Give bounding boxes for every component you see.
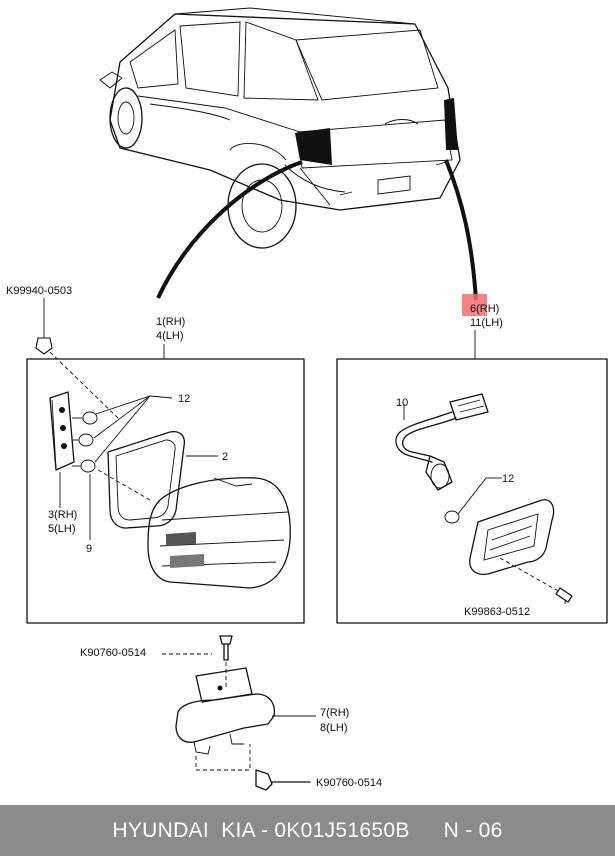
right-lamp-assembly: 10 12 K99863-0512: [395, 393, 573, 618]
footer-bar: HYUNDAI KIA - 0K01J51650B N - 06: [0, 805, 615, 856]
top-bolt-icon: [219, 635, 233, 661]
license-lamp: [469, 499, 555, 576]
top-bolt-code: K90760-0514: [80, 647, 146, 659]
right-lamp-rh-label: 6(RH): [470, 303, 499, 315]
right-lamp-lh-label: 11(LH): [470, 317, 503, 329]
right-screw-icon: [555, 587, 573, 603]
tail-lamp-lens: [147, 477, 291, 589]
clip-icon: [35, 337, 53, 355]
bottom-bolt-code: K90760-0514: [316, 777, 382, 789]
bulb-icon: [72, 411, 98, 473]
right-screw-code: K99863-0512: [464, 606, 530, 618]
exploded-parts-diagram: K99940-0503 1(RH) 4(LH) 12 2: [6, 7, 608, 791]
harness-connector: [449, 393, 489, 421]
side-marker-lamp: 7(RH) 8(LH): [175, 667, 349, 771]
gasket-number: 2: [222, 451, 228, 463]
left-lamp-box: [26, 358, 305, 624]
lower-lamp-rh-label: 7(RH): [320, 707, 349, 719]
socket-rh-label: 3(RH): [48, 509, 77, 521]
screw-number: 9: [86, 543, 92, 555]
bottom-bolt-icon: [255, 769, 311, 791]
highlight-marker: [462, 294, 487, 316]
lamp-gasket: [107, 430, 186, 529]
left-lamp-rh-label: 1(RH): [156, 316, 185, 328]
left-lamp-lh-label: 4(LH): [156, 330, 184, 342]
left-lamp-assembly: 12 2 3(RH) 5(LH) 9: [48, 391, 291, 589]
clip-dashed-path: [49, 351, 121, 421]
vehicle-illustration: [99, 7, 461, 249]
lower-lamp-lh-label: 8(LH): [320, 722, 348, 734]
footer-page-number: N - 06: [443, 818, 503, 842]
socket-lh-label: 5(LH): [48, 523, 76, 535]
right-bulb-number: 12: [502, 473, 514, 485]
right-lamp-box: [336, 358, 608, 624]
harness-number: 10: [396, 397, 408, 409]
leader-left-lamp: [156, 160, 303, 299]
leader-right-lamp: [444, 159, 478, 301]
clip-part-code: K99940-0503: [6, 285, 72, 297]
right-bulb-icon: [444, 510, 460, 524]
footer-part-number: HYUNDAI KIA - 0K01J51650B: [112, 818, 410, 842]
bulb-holder-plate: [49, 391, 75, 471]
left-bulb-number: 12: [178, 393, 190, 405]
